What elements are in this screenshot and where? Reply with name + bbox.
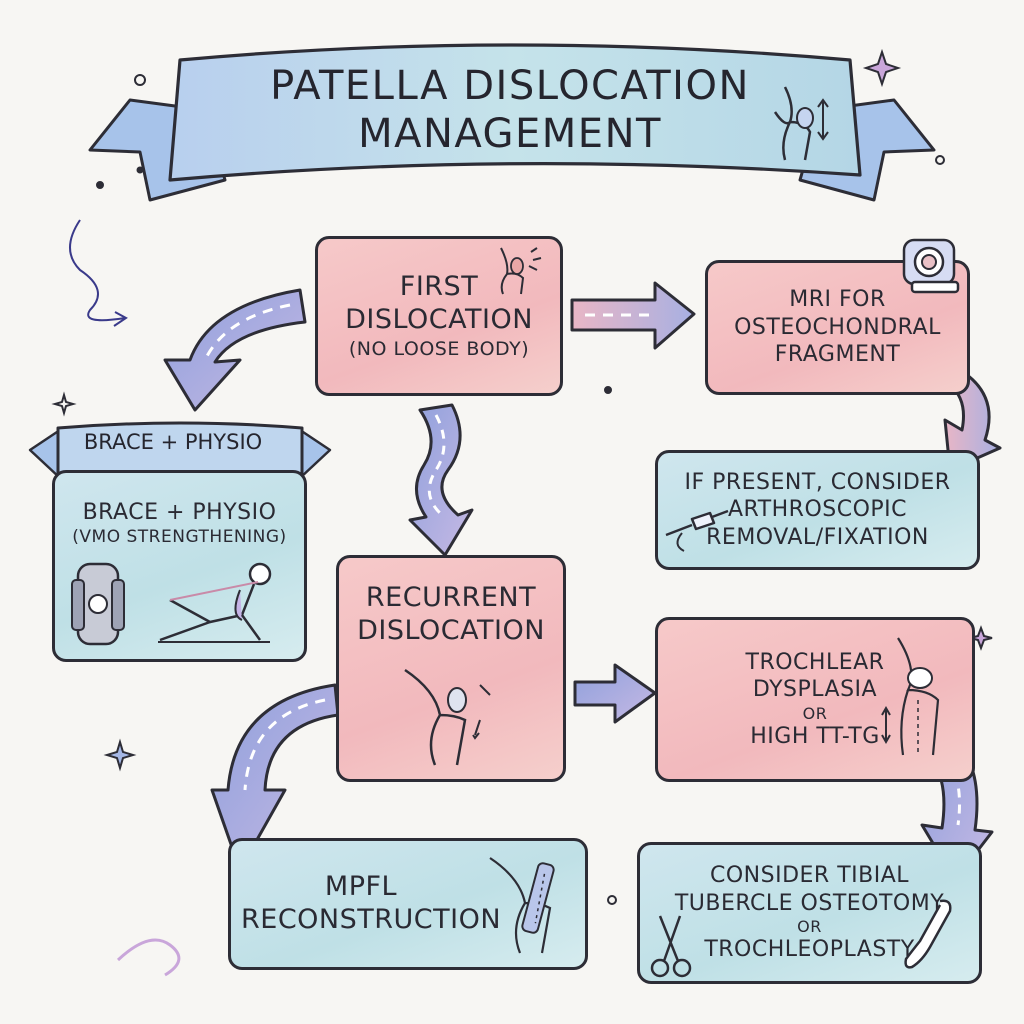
tibial-line-1: CONSIDER TIBIAL: [709, 863, 910, 889]
tibial-line-3: OR: [797, 917, 822, 937]
mri-line-2: OSTEOCHONDRAL: [734, 314, 941, 340]
first-line-3: (NO LOOSE BODY): [348, 337, 530, 360]
knee-dislocation-icon: [404, 668, 491, 766]
arrow-first-to-brace: [163, 288, 307, 412]
page-title: PATELLA DISLOCATION MANAGEMENT: [200, 62, 820, 158]
mpfl-line-1: MPFL: [324, 871, 398, 903]
trochlear-line-4: HIGH TT-TG: [750, 723, 880, 749]
first-line-2: DISLOCATION: [345, 303, 533, 335]
surgical-scissors-icon: [650, 915, 692, 978]
recurrent-line-2: DISLOCATION: [357, 614, 545, 646]
title-line-1: PATELLA DISLOCATION: [270, 63, 750, 109]
trochlear-box: TROCHLEAR DYSPLASIA OR HIGH TT-TG: [655, 617, 975, 782]
brace-line-2: (VMO STRENGTHENING): [72, 526, 287, 547]
arrow-recurrent-to-mpfl: [210, 683, 340, 872]
title-banner: [88, 43, 936, 202]
arrow-first-to-recurrent: [408, 403, 474, 557]
arthroscope-icon: [665, 509, 729, 552]
knee-joint-icon: [773, 86, 829, 161]
trochlear-line-1: TROCHLEAR: [745, 649, 885, 675]
mri-line-1: MRI FOR: [789, 287, 886, 313]
arrow-first-to-mri: [570, 281, 696, 350]
trochlear-line-2: DYSPLASIA: [752, 677, 878, 703]
bone-icon: [904, 899, 952, 969]
brace-ribbon-label: BRACE + PHYSIO: [83, 430, 263, 454]
tibial-line-2: TUBERCLE OSTEOTOMY: [674, 890, 945, 916]
exercise-figure-icon: [158, 562, 272, 643]
mri-line-3: FRAGMENT: [774, 342, 901, 368]
if-present-line-2: ARTHROSCOPIC: [727, 497, 908, 523]
arrow-recurrent-to-trochlear: [573, 663, 657, 724]
recurrent-dislocation-box: RECURRENT DISLOCATION: [336, 555, 566, 782]
title-line-2: MANAGEMENT: [358, 111, 662, 157]
ligament-graft-icon: [489, 857, 555, 954]
mpfl-line-2: RECONSTRUCTION: [241, 904, 502, 935]
if-present-line-3: REMOVAL/FIXATION: [706, 524, 929, 550]
first-line-1: FIRST: [399, 270, 479, 302]
knee-xray-icon: [881, 637, 940, 756]
tibial-line-4: TROCHLEOPLASTY: [704, 937, 915, 963]
if-present-line-1: IF PRESENT, CONSIDER: [684, 469, 951, 495]
recurrent-line-1: RECURRENT: [365, 582, 537, 613]
tibial-box: CONSIDER TIBIAL TUBERCLE OSTEOTOMY OR TR…: [637, 842, 982, 984]
mri-scanner-icon: [902, 238, 960, 294]
brace-line-1: BRACE + PHYSIO: [82, 500, 277, 525]
if-present-box: IF PRESENT, CONSIDER ARTHROSCOPIC REMOVA…: [655, 450, 980, 570]
trochlear-line-3: OR: [802, 703, 828, 723]
knee-brace-icon: [71, 562, 125, 646]
knee-injury-icon: [500, 247, 542, 295]
